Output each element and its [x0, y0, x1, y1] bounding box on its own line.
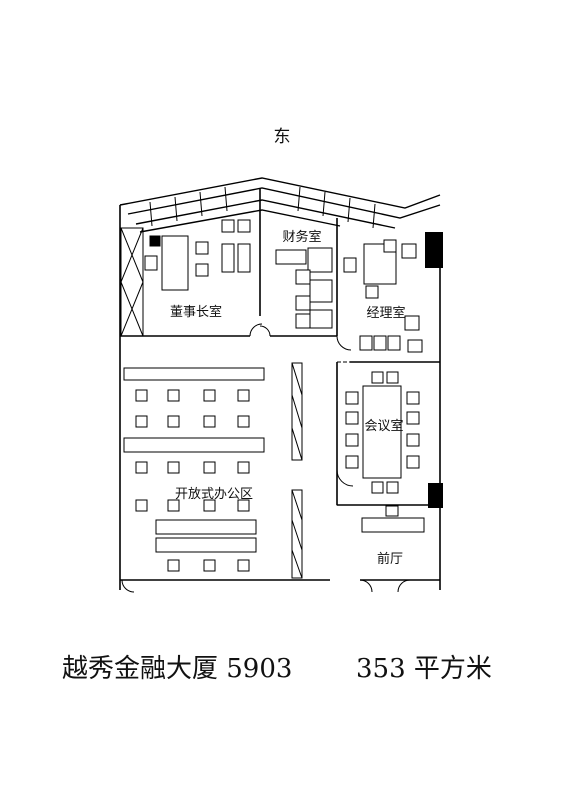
room-label-chairman: 董事长室	[170, 304, 222, 320]
left-column-hatch	[120, 227, 144, 337]
room-label-meeting: 会议室	[364, 418, 403, 434]
room-label-open-office: 开放式办公区	[175, 487, 253, 502]
door-swings	[121, 323, 411, 593]
right-column-top	[425, 232, 443, 268]
chairman-furniture	[144, 219, 251, 291]
room-label-manager: 经理室	[366, 305, 405, 321]
finance-furniture	[275, 247, 333, 329]
meeting-room-partition	[336, 361, 441, 506]
window-mullions	[149, 186, 376, 229]
building-unit-caption: 越秀金融大厦 5903	[62, 654, 293, 684]
top-angled-wall	[119, 177, 441, 233]
room-label-finance: 财务室	[282, 229, 321, 245]
open-office-chairs	[135, 389, 250, 572]
area-caption: 353 平方米	[356, 654, 492, 684]
meeting-furniture	[345, 371, 420, 494]
room-label-lobby: 前厅	[377, 551, 403, 567]
lobby-furniture	[361, 505, 425, 533]
manager-furniture	[343, 239, 423, 353]
partition-strips	[291, 362, 303, 579]
open-office-desks	[123, 367, 265, 553]
compass-direction-label: 东	[274, 127, 291, 147]
right-column-bottom	[428, 483, 443, 508]
